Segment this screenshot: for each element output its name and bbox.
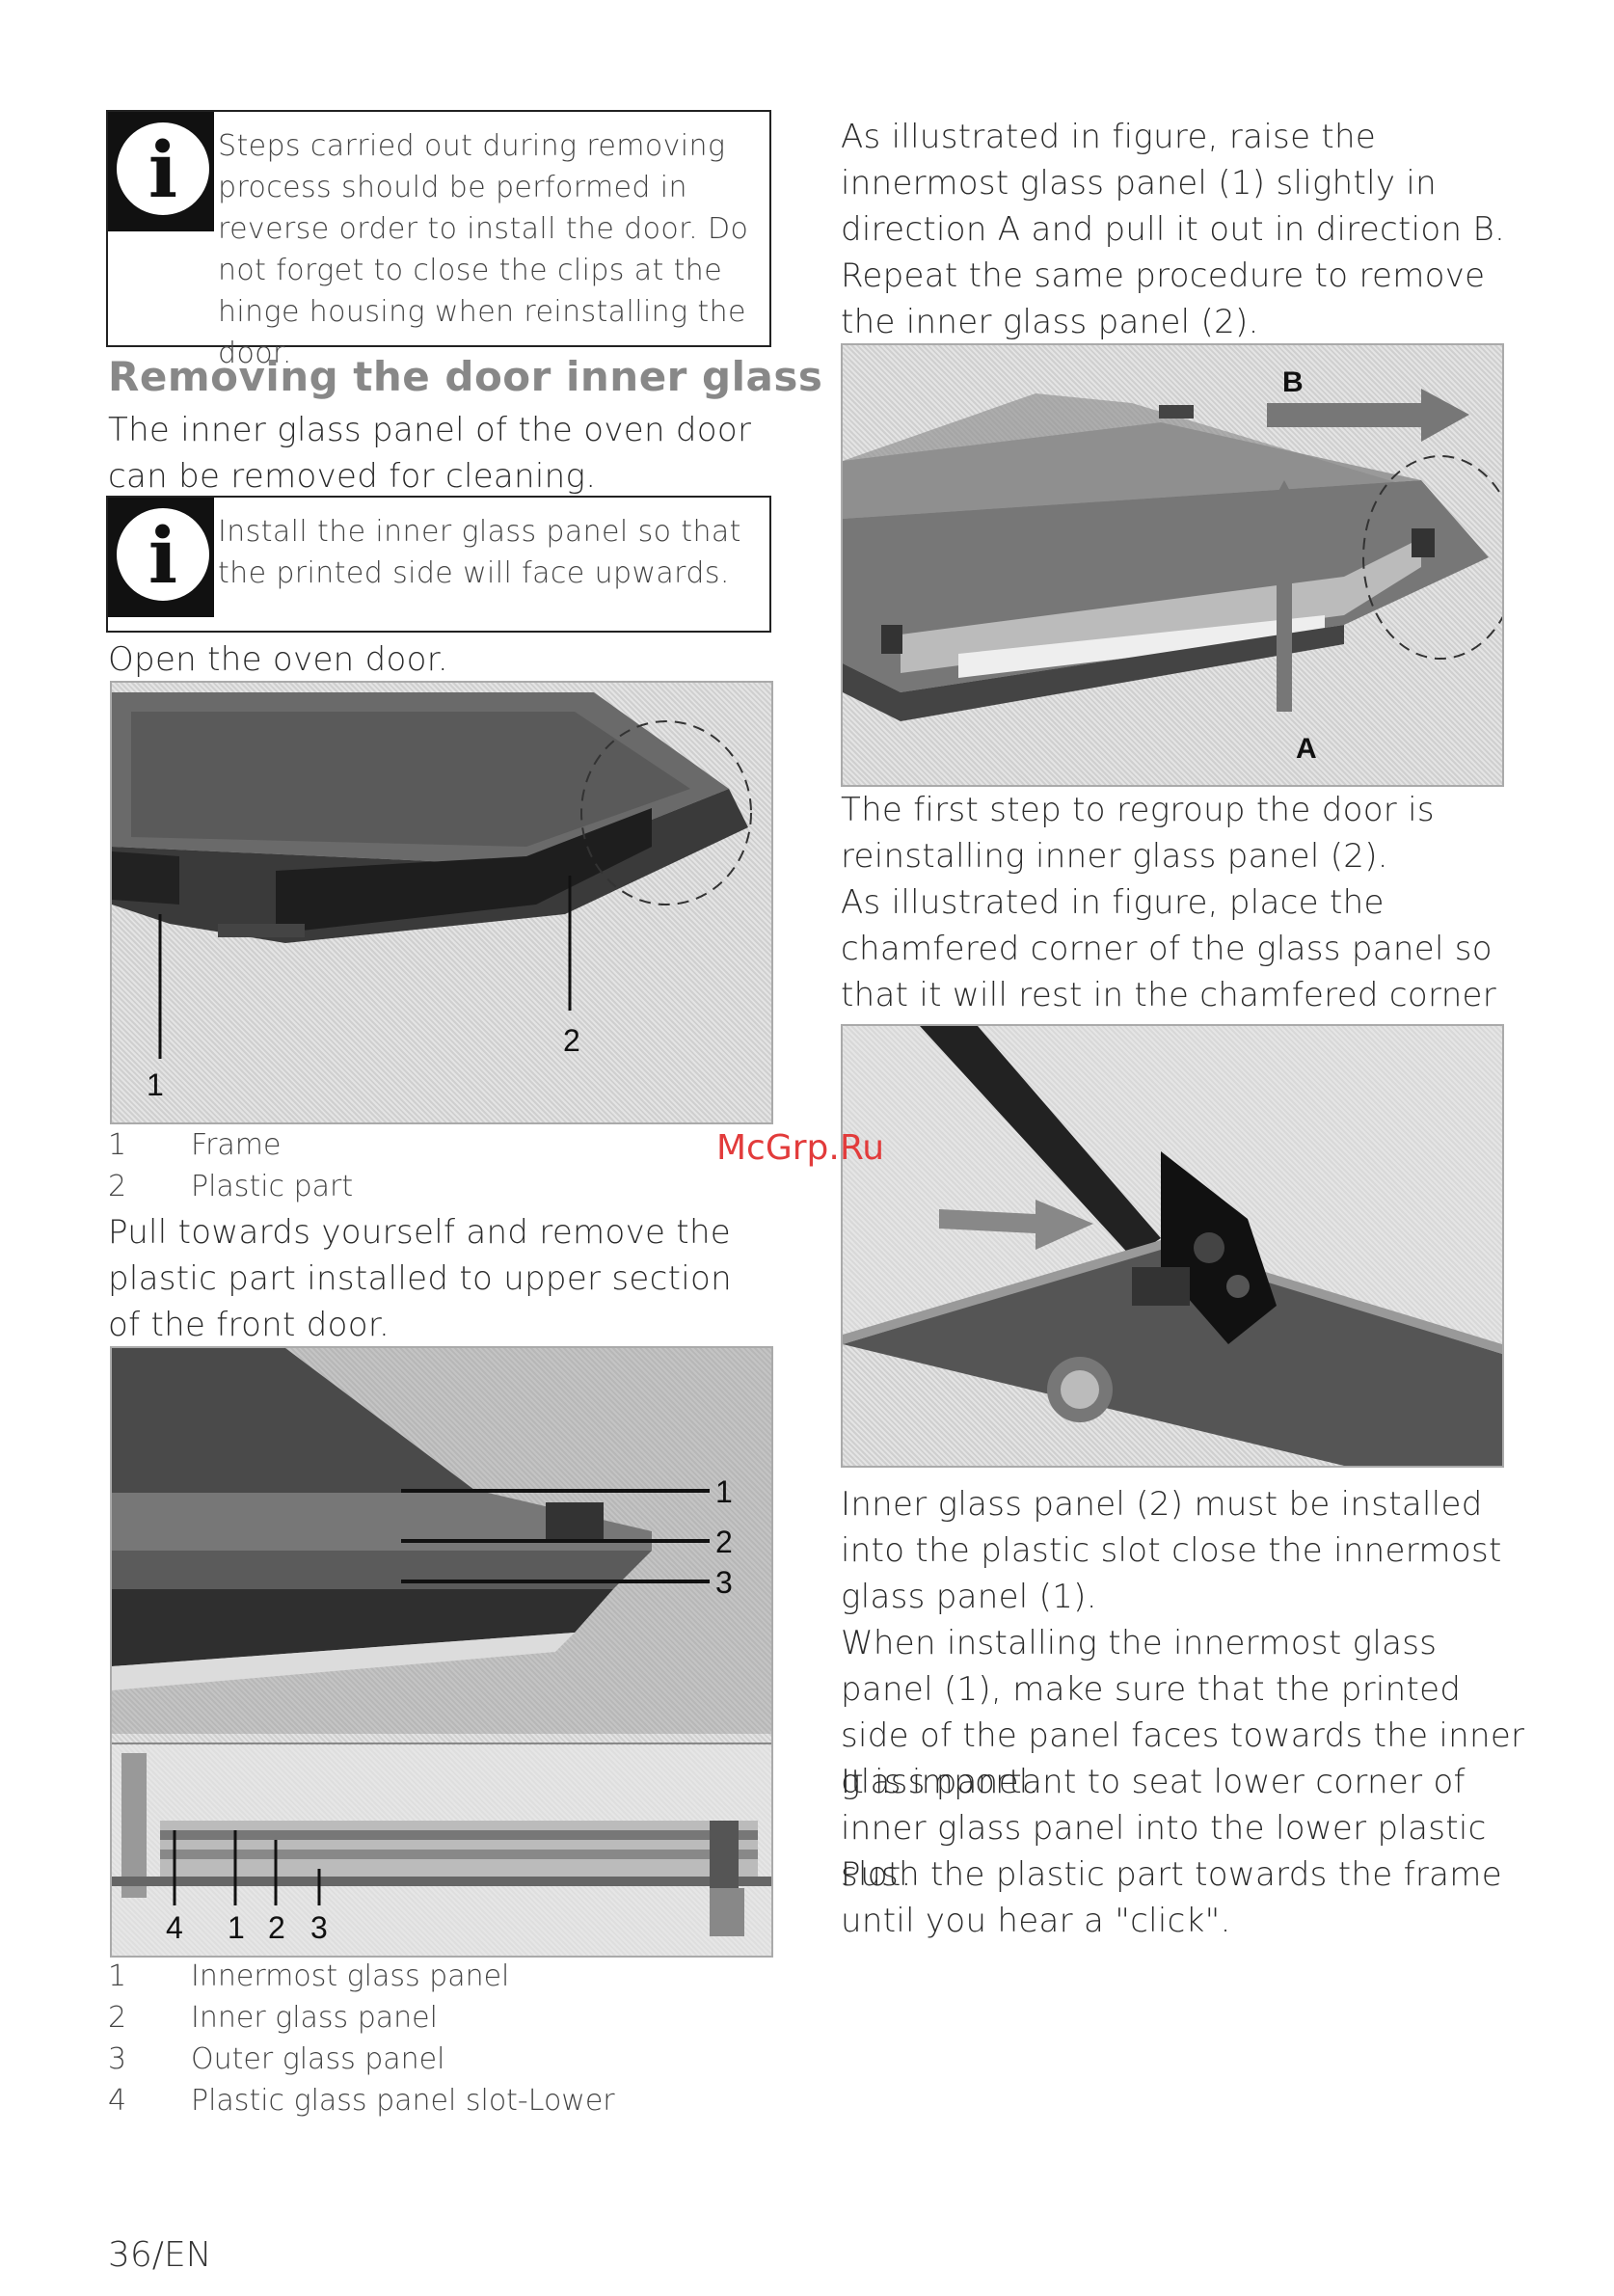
label-3: 3 <box>310 1910 328 1945</box>
install-slot-text: Inner glass panel (2) must be installed … <box>841 1485 1502 1616</box>
lower-slot-text: It is important to seat lower corner of … <box>841 1763 1487 1894</box>
label-3: 3 <box>715 1565 733 1600</box>
click-text: Push the plastic part towards the frame … <box>841 1855 1502 1940</box>
figure-raise-panel: B A <box>841 343 1504 787</box>
raise-text: As illustrated in figure, raise the inne… <box>841 118 1506 249</box>
figure-chamfered-corner <box>841 1024 1504 1468</box>
info-note-reinstall: i Steps carried out during removing proc… <box>106 110 771 370</box>
label-2: 2 <box>563 1023 580 1058</box>
watermark: McGrp.Ru <box>716 1128 885 1168</box>
label-4: 4 <box>166 1910 183 1945</box>
info-note-printed-side: i Install the inner glass panel so that … <box>106 496 771 633</box>
pull-text: Pull towards yourself and remove the pla… <box>108 1213 732 1344</box>
repeat-text: Repeat the same procedure to remove the … <box>841 257 1486 341</box>
info-icon: i <box>108 498 214 617</box>
regroup-text: The first step to regroup the door is re… <box>841 791 1435 876</box>
section-heading: Removing the door inner glass <box>108 353 823 400</box>
label-2: 2 <box>715 1525 733 1559</box>
figure-glass-layers: 1 2 3 4 1 2 3 <box>110 1346 773 1958</box>
note-text: Install the inner glass panel so that th… <box>218 515 741 590</box>
label-1: 1 <box>715 1474 733 1509</box>
figure-door-frame: 1 2 <box>110 681 773 1124</box>
label-1: 1 <box>228 1910 245 1945</box>
info-icon: i <box>108 112 214 231</box>
page-number: 36/EN <box>108 2235 212 2275</box>
note-text: Steps carried out during removing proces… <box>218 129 749 370</box>
label-b: B <box>1282 366 1304 398</box>
label-1: 1 <box>147 1067 164 1102</box>
label-2: 2 <box>268 1910 285 1945</box>
open-door-text: Open the oven door. <box>108 640 448 679</box>
printed-side-text: When installing the innermost glass pane… <box>841 1624 1525 1801</box>
intro-text: The inner glass panel of the oven door c… <box>108 411 752 496</box>
label-a: A <box>1296 733 1317 765</box>
